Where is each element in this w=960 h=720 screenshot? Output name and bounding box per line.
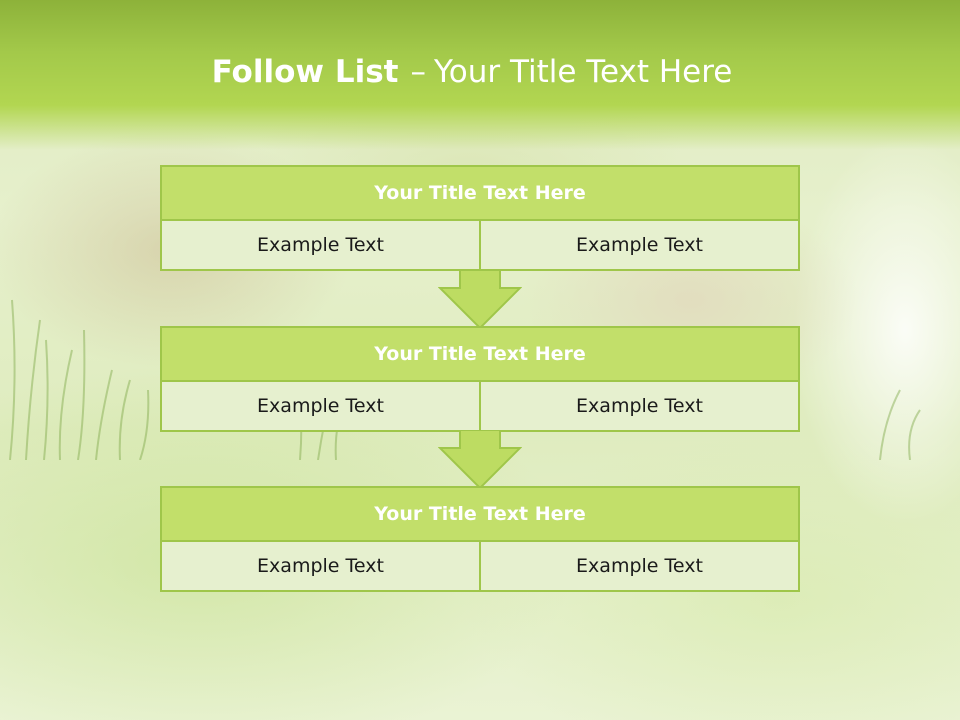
block-row-3: Example Text Example Text xyxy=(160,542,800,592)
block-3-right-cell: Example Text xyxy=(481,542,800,592)
down-arrow-1 xyxy=(438,270,522,330)
block-row-1: Example Text Example Text xyxy=(160,221,800,271)
block-title-3: Your Title Text Here xyxy=(160,486,800,542)
title-banner xyxy=(0,0,960,150)
block-row-2: Example Text Example Text xyxy=(160,382,800,432)
down-arrow-2 xyxy=(438,430,522,490)
block-title-1: Your Title Text Here xyxy=(160,165,800,221)
block-2-left-cell: Example Text xyxy=(160,382,481,432)
block-2-right-cell: Example Text xyxy=(481,382,800,432)
page-title-rest: Your Title Text Here xyxy=(433,54,733,90)
page-title-separator: – xyxy=(410,54,426,90)
page-title: Follow List–Your Title Text Here xyxy=(0,54,944,90)
block-3-left-cell: Example Text xyxy=(160,542,481,592)
list-block-2: Your Title Text Here Example Text Exampl… xyxy=(160,326,800,432)
block-1-right-cell: Example Text xyxy=(481,221,800,271)
block-1-left-cell: Example Text xyxy=(160,221,481,271)
list-block-1: Your Title Text Here Example Text Exampl… xyxy=(160,165,800,271)
block-title-2: Your Title Text Here xyxy=(160,326,800,382)
list-block-3: Your Title Text Here Example Text Exampl… xyxy=(160,486,800,592)
page-title-bold: Follow List xyxy=(211,54,399,90)
